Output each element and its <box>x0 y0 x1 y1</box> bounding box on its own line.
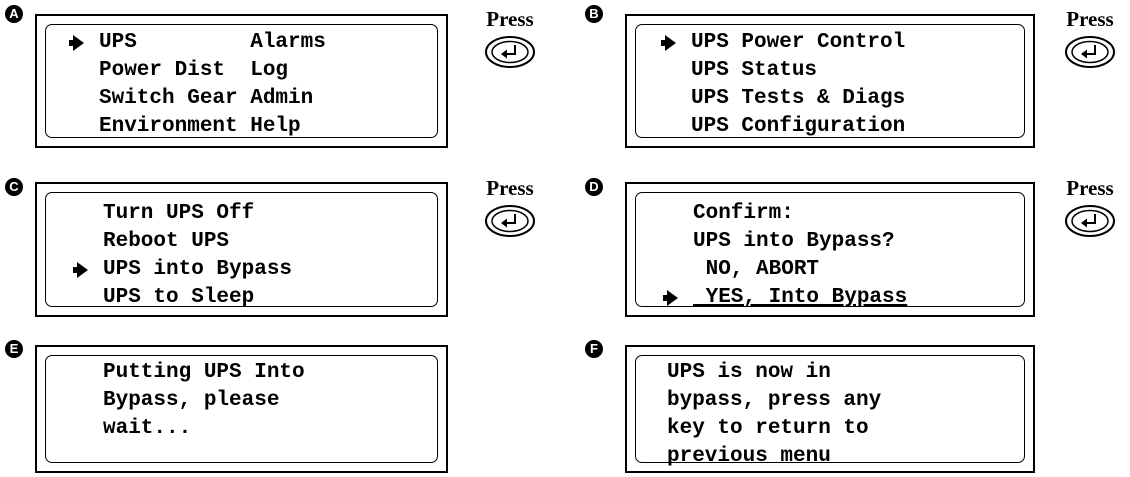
press-enter-hint: Press <box>1050 8 1130 69</box>
press-enter-hint: Press <box>1050 177 1130 238</box>
menu-lines: UPS Power Control UPS Status UPS Tests &… <box>660 29 906 141</box>
menu-line[interactable]: UPS Configuration <box>691 115 906 138</box>
enter-key-icon[interactable] <box>484 35 536 69</box>
enter-key-icon[interactable] <box>1064 35 1116 69</box>
step-badge-d: D <box>585 178 603 196</box>
lcd-inner-border <box>635 24 1025 138</box>
step-badge-c: C <box>5 178 23 196</box>
step-badge-e: E <box>5 340 23 358</box>
menu-line[interactable]: UPS to Sleep <box>103 286 255 309</box>
press-label: Press <box>486 7 534 31</box>
step-badge-b: B <box>585 5 603 23</box>
menu-line[interactable]: Switch Gear Admin <box>99 87 314 110</box>
menu-line[interactable]: UPS into Bypass <box>72 256 292 284</box>
message-line: bypass, press any <box>667 389 882 412</box>
message-line: Bypass, please <box>103 389 280 412</box>
message-line: key to return to <box>667 417 869 440</box>
menu-line[interactable]: UPS Power Control <box>660 29 905 57</box>
menu-line[interactable]: UPS Alarms <box>69 29 326 57</box>
step-badge-f: F <box>585 340 603 358</box>
lcd-inner-border <box>45 355 438 463</box>
press-enter-hint: Press <box>470 177 550 238</box>
message-line: Putting UPS Into <box>103 361 305 384</box>
lcd-inner-border <box>635 355 1025 463</box>
lcd-screen-c: Turn UPS Off Reboot UPS UPS into Bypass … <box>35 182 448 317</box>
menu-lines: UPS Alarms Power Dist Log Switch Gear Ad… <box>69 29 326 141</box>
menu-lines: Turn UPS Off Reboot UPS UPS into Bypass … <box>72 200 292 312</box>
message-lines: Putting UPS Into Bypass, please wait... <box>103 359 305 443</box>
menu-line[interactable]: Reboot UPS <box>103 230 230 253</box>
lcd-screen-e: Putting UPS Into Bypass, please wait... <box>35 345 448 473</box>
lcd-screen-f: UPS is now in bypass, press any key to r… <box>625 345 1035 473</box>
enter-key-icon[interactable] <box>1064 204 1116 238</box>
menu-line: Confirm: <box>693 202 794 225</box>
menu-line[interactable]: YES, Into Bypass <box>662 284 907 312</box>
menu-line[interactable]: Power Dist Log <box>99 59 289 82</box>
menu-line[interactable]: Turn UPS Off <box>103 202 255 225</box>
lcd-inner-border <box>45 192 438 307</box>
press-label: Press <box>1066 176 1114 200</box>
lcd-screen-b: UPS Power Control UPS Status UPS Tests &… <box>625 14 1035 148</box>
menu-line[interactable]: UPS Tests & Diags <box>691 87 906 110</box>
message-line: previous menu <box>667 445 831 468</box>
menu-line: UPS into Bypass? <box>693 230 895 253</box>
lcd-inner-border <box>45 24 438 138</box>
menu-line[interactable]: UPS Status <box>691 59 818 82</box>
menu-line[interactable]: Environment Help <box>99 115 301 138</box>
message-line: UPS is now in <box>667 361 831 384</box>
press-enter-hint: Press <box>470 8 550 69</box>
message-lines: UPS is now in bypass, press any key to r… <box>667 359 881 471</box>
menu-line[interactable]: NO, ABORT <box>693 258 820 281</box>
enter-key-icon[interactable] <box>484 204 536 238</box>
lcd-screen-a: UPS Alarms Power Dist Log Switch Gear Ad… <box>35 14 448 148</box>
message-line: wait... <box>103 417 192 440</box>
lcd-inner-border <box>635 192 1025 307</box>
press-label: Press <box>1066 7 1114 31</box>
lcd-screen-d: Confirm: UPS into Bypass? NO, ABORT YES,… <box>625 182 1035 317</box>
step-badge-a: A <box>5 5 23 23</box>
menu-lines: Confirm: UPS into Bypass? NO, ABORT YES,… <box>662 200 907 312</box>
press-label: Press <box>486 176 534 200</box>
